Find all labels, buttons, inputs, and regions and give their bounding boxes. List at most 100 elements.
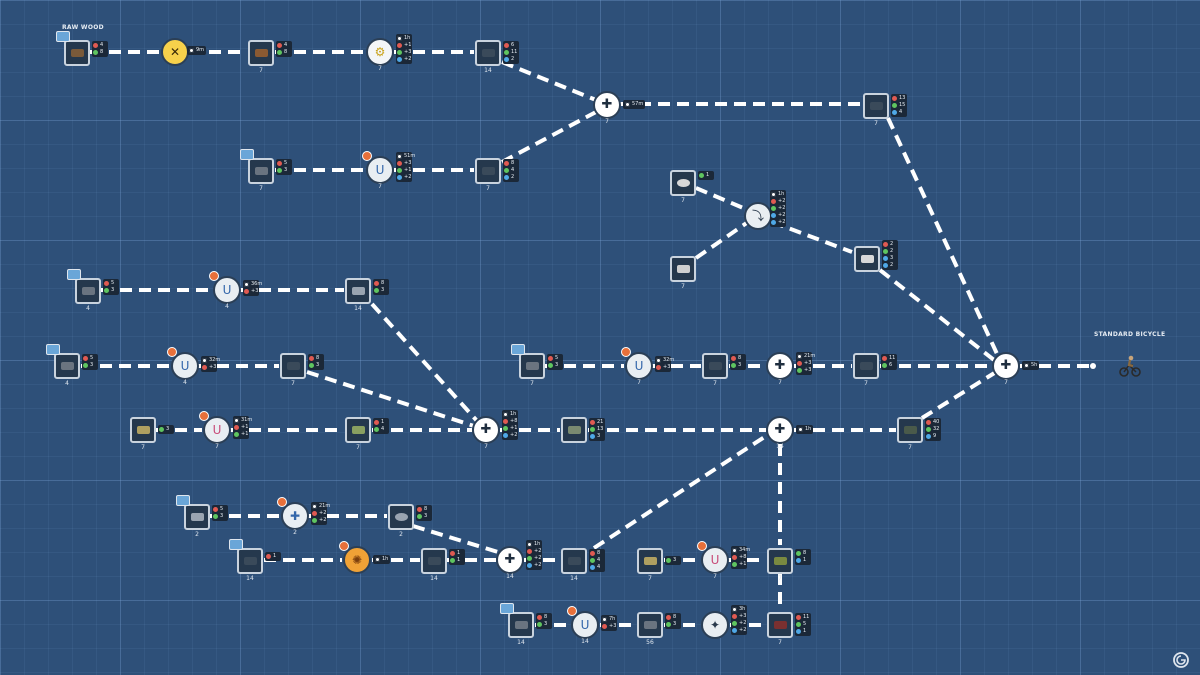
node-stats: 51m +3 +1 +2	[396, 152, 415, 182]
bolt-tile[interactable]: 14	[237, 548, 263, 582]
spring-tile[interactable]: 56	[637, 612, 663, 646]
front-fork-tile[interactable]: 7	[853, 353, 879, 387]
assembler-icon[interactable]: ✚	[992, 352, 1020, 380]
assembler-icon[interactable]: ✚	[766, 416, 794, 444]
bent-tube-tile[interactable]: 7	[475, 158, 501, 192]
press-icon[interactable]: ✚	[281, 502, 309, 530]
metal-rod-tile[interactable]: 14	[508, 612, 534, 646]
machine-count: 7	[215, 443, 219, 450]
cost-icon	[504, 43, 509, 48]
value-icon	[537, 622, 542, 627]
value-icon	[277, 50, 282, 55]
stat-value: 2	[890, 241, 894, 247]
cost-icon	[417, 507, 422, 512]
welder-icon[interactable]: ✦	[701, 611, 729, 639]
handlebar-tile[interactable]: 7	[280, 353, 306, 387]
tech-icon	[527, 563, 532, 568]
crank-tile[interactable]: 14	[561, 548, 587, 582]
gear-tile[interactable]: 2	[388, 504, 414, 538]
stat-value: 11	[889, 355, 896, 361]
frame-assembly-tile[interactable]: 7	[863, 93, 889, 127]
cost-icon	[537, 615, 542, 620]
stat-value: +2	[404, 174, 412, 180]
clock-icon	[732, 607, 737, 612]
tile-count: 14	[354, 305, 362, 312]
tech-icon	[892, 110, 897, 115]
rock-tile[interactable]: 7	[670, 256, 696, 290]
stat-value: +2	[319, 517, 327, 523]
stat-value: +1	[404, 167, 412, 173]
node-stats: 31m +1 +1	[233, 416, 252, 439]
assembler-icon[interactable]: ✚	[496, 546, 524, 574]
assembler-icon[interactable]: ✚	[472, 416, 500, 444]
rubber-tile[interactable]	[854, 246, 880, 272]
stat-value: 5	[90, 355, 94, 361]
stat-value: 3h	[739, 606, 746, 612]
crusher-icon[interactable]: ⤵	[744, 202, 772, 230]
spokes-tile[interactable]: 7	[345, 417, 371, 451]
coil-tile[interactable]: 7	[767, 548, 793, 582]
tile-count: 7	[259, 67, 263, 74]
value-icon	[504, 168, 509, 173]
planks-tile[interactable]: 7	[248, 40, 274, 74]
stat-value: 3	[890, 255, 894, 261]
tech-icon	[397, 57, 402, 62]
node-stats: 34m +8 +1	[731, 546, 750, 569]
tile-count: 7	[864, 380, 868, 387]
cost-icon	[732, 614, 737, 619]
wheel-tile[interactable]	[561, 417, 587, 443]
grinder-icon[interactable]: ✺	[343, 546, 371, 574]
process-timer: 1h	[373, 555, 391, 564]
assembler-icon[interactable]: ✚	[766, 352, 794, 380]
stat-value: 5	[284, 160, 288, 166]
timer-value: 1h	[805, 426, 812, 432]
node-stats: 21m +2 +2	[311, 502, 330, 525]
chain-tile[interactable]: 14	[345, 278, 371, 312]
tile-count: 14	[570, 575, 578, 582]
bender-icon[interactable]: U	[171, 352, 199, 380]
frame-part-tile[interactable]: 14	[475, 40, 501, 74]
tile-count: 14	[484, 67, 492, 74]
tile-count: 7	[908, 444, 912, 451]
tech-icon	[771, 220, 776, 225]
bender-icon[interactable]: U	[366, 156, 394, 184]
value-icon	[374, 427, 379, 432]
metal-plate-tile[interactable]: 2	[184, 504, 210, 538]
tile-count: 4	[86, 305, 90, 312]
fork-tile[interactable]: 7	[702, 353, 728, 387]
nut-tile[interactable]: 14	[421, 548, 447, 582]
brake-tile[interactable]: 7	[767, 612, 793, 646]
tech-icon	[504, 175, 509, 180]
value-icon	[732, 562, 737, 567]
stat-value: 1	[381, 419, 385, 425]
metal-rod-tile[interactable]: 7	[519, 353, 545, 387]
bender-icon[interactable]: U	[571, 611, 599, 639]
assembler-icon[interactable]: ✚	[593, 91, 621, 119]
drivetrain-tile[interactable]: 7	[897, 417, 923, 451]
bender-icon[interactable]: U	[625, 352, 653, 380]
node-stats: 8 4 4	[589, 549, 605, 572]
metal-rod-tile[interactable]: 4	[54, 353, 80, 387]
bender-icon[interactable]: U	[213, 276, 241, 304]
raw-wood-tile[interactable]	[64, 40, 90, 66]
magnet-icon[interactable]: U	[701, 546, 729, 574]
stat-value: 3	[284, 167, 288, 173]
drill-icon[interactable]: ⚙	[366, 38, 394, 66]
stat-value: 6	[889, 362, 893, 368]
metal-sheet-tile[interactable]: 7	[248, 158, 274, 192]
stat-value: +2	[778, 198, 786, 204]
wire-tile[interactable]: 7	[637, 548, 663, 582]
stat-value: 4	[100, 42, 104, 48]
clock-icon	[397, 154, 402, 159]
stat-value: +1	[404, 42, 412, 48]
source-icon	[229, 539, 243, 550]
saw-icon[interactable]: ✕	[161, 38, 189, 66]
metal-rod-tile[interactable]: 4	[75, 278, 101, 312]
spoke-rod-tile[interactable]: 7	[130, 417, 156, 451]
value-icon	[312, 518, 317, 523]
stat-value: 1h	[778, 191, 785, 197]
magnet-icon[interactable]: U	[203, 416, 231, 444]
stone-tile[interactable]: 7	[670, 170, 696, 204]
process-timer: 5h	[1022, 361, 1040, 370]
